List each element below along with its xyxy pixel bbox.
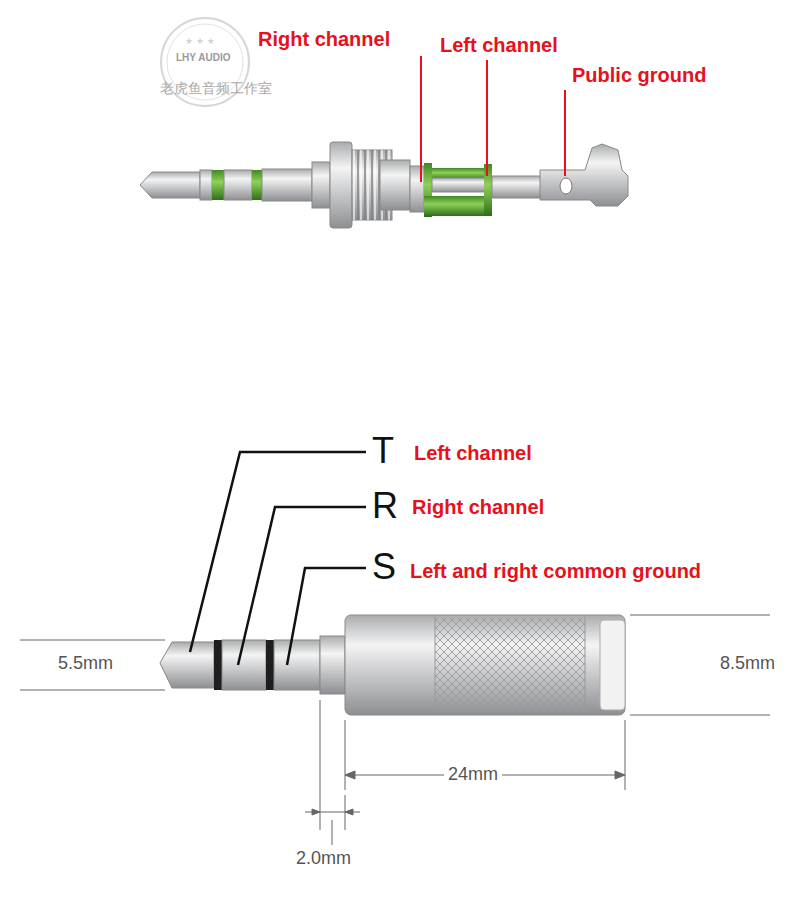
watermark-text: 老虎鱼音频工作室 [160,80,272,96]
pin-name: R [372,485,398,526]
part-label: Public ground [572,64,706,87]
part-label: Right channel [258,28,390,51]
dimension: 8.5mm [716,653,779,674]
dimension: 2.0mm [296,848,351,869]
signal-name: Left and right common ground [410,560,701,583]
top-plug [140,142,628,228]
pin-name: T [372,430,394,471]
callout-lines [190,452,366,665]
part-label: Left channel [440,34,558,57]
pin-name: S [372,546,396,587]
dimension-lines [20,615,770,845]
bottom-plug [160,615,625,715]
dimension: 24mm [444,764,502,785]
signal-name: Left channel [414,442,532,465]
signal-name: Right channel [412,496,544,519]
watermark-text: LHY AUDIO [176,52,230,64]
leader-lines [421,56,565,182]
dimension: 5.5mm [58,653,113,674]
svg-text:★ ★ ★: ★ ★ ★ [185,36,215,46]
